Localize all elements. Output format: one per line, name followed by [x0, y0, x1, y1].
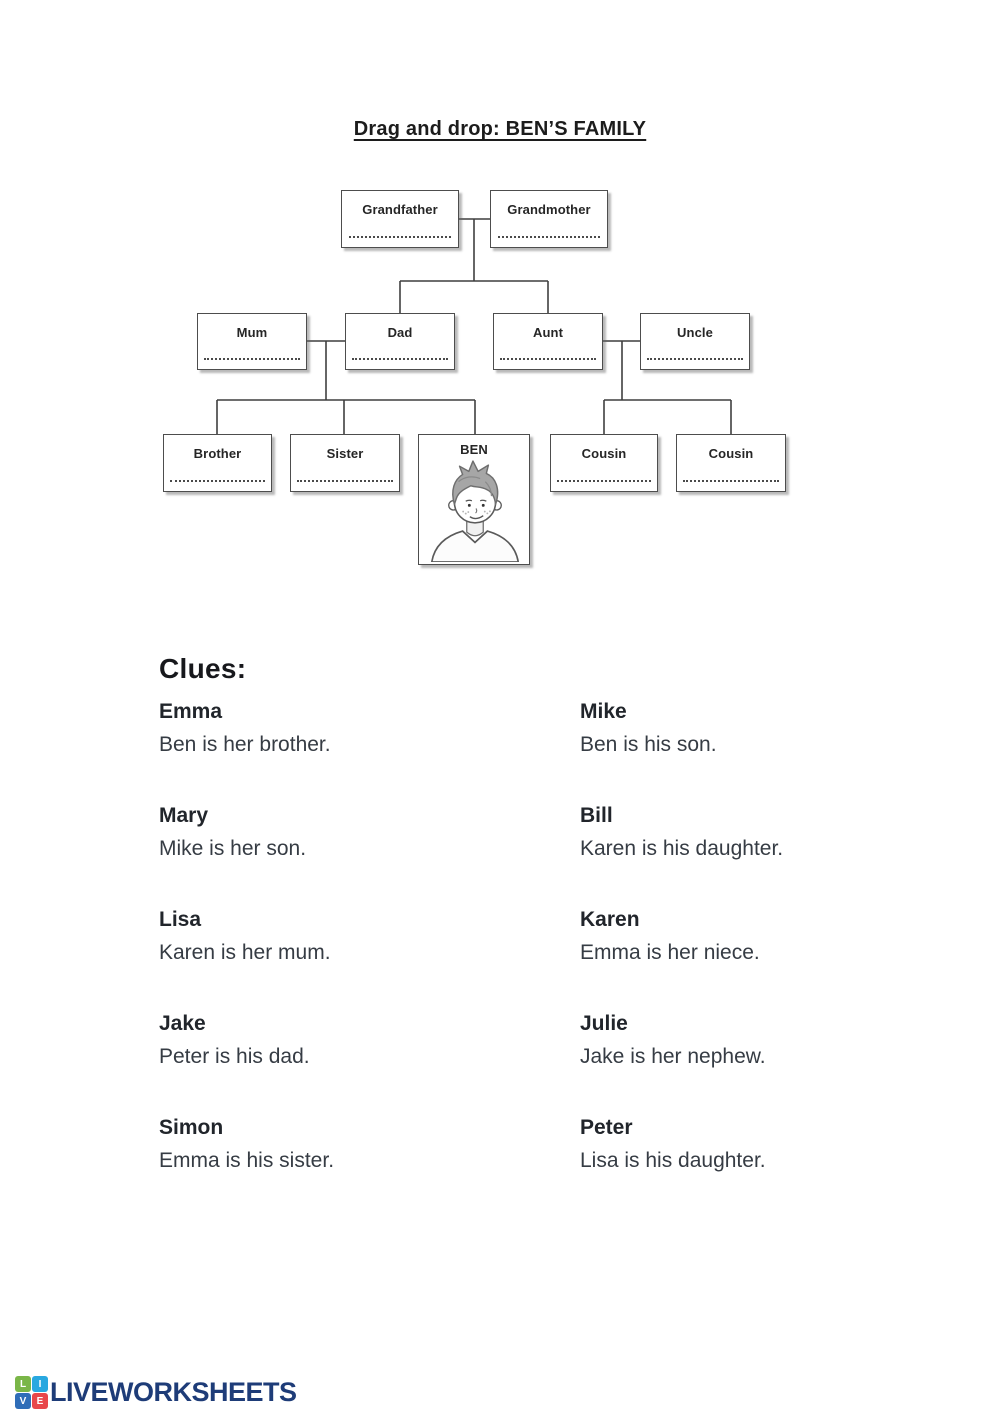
tree-box-label: Grandfather	[362, 202, 438, 217]
clue-text: Karen is his daughter.	[580, 837, 784, 860]
clue-entry: Bill Karen is his daughter.	[580, 802, 980, 862]
answer-slot-aunt[interactable]	[500, 358, 596, 360]
clue-entry: Jake Peter is his dad.	[159, 1010, 559, 1070]
logo-square: L	[15, 1376, 31, 1392]
clue-entry: Mary Mike is her son.	[159, 802, 559, 862]
tree-box-uncle[interactable]: Uncle	[640, 313, 750, 370]
tree-box-mum[interactable]: Mum	[197, 313, 307, 370]
clue-name: Emma	[159, 700, 223, 723]
tree-box-label: Grandmother	[507, 202, 591, 217]
clue-text: Ben is her brother.	[159, 733, 331, 756]
clue-name: Mike	[580, 700, 627, 723]
clue-name: Jake	[159, 1012, 206, 1035]
logo-square: V	[15, 1393, 31, 1409]
clue-text: Peter is his dad.	[159, 1045, 310, 1068]
tree-box-grandfather[interactable]: Grandfather	[341, 190, 459, 248]
liveworksheets-logo-icon: L I V E	[15, 1376, 48, 1409]
clues-heading: Clues:	[159, 653, 247, 684]
tree-box-label: Uncle	[677, 325, 713, 340]
tree-box-label: Aunt	[533, 325, 563, 340]
clue-entry: Julie Jake is her nephew.	[580, 1010, 980, 1070]
clue-entry: Emma Ben is her brother.	[159, 698, 559, 758]
tree-box-grandmother[interactable]: Grandmother	[490, 190, 608, 248]
answer-slot-grandmother[interactable]	[497, 236, 601, 238]
tree-box-cousin-2[interactable]: Cousin	[676, 434, 786, 492]
ben-portrait	[430, 460, 520, 562]
answer-slot-cousin-1[interactable]	[557, 480, 651, 482]
clue-entry: Simon Emma is his sister.	[159, 1114, 559, 1174]
tree-box-brother[interactable]: Brother	[163, 434, 272, 492]
tree-box-label: Cousin	[581, 446, 627, 461]
answer-slot-mum[interactable]	[204, 358, 300, 360]
answer-slot-cousin-2[interactable]	[683, 480, 779, 482]
tree-box-label: Cousin	[708, 446, 754, 461]
clue-text: Ben is his son.	[580, 733, 717, 756]
logo-square: E	[32, 1393, 48, 1409]
tree-box-aunt[interactable]: Aunt	[493, 313, 603, 370]
tree-box-cousin-1[interactable]: Cousin	[550, 434, 658, 492]
clue-name: Mary	[159, 804, 209, 827]
tree-box-dad[interactable]: Dad	[345, 313, 455, 370]
answer-slot-dad[interactable]	[352, 358, 448, 360]
answer-slot-sister[interactable]	[297, 480, 393, 482]
clue-name: Simon	[159, 1116, 224, 1139]
clue-name: Lisa	[159, 908, 202, 931]
answer-slot-uncle[interactable]	[647, 358, 743, 360]
liveworksheets-wordmark: LIVEWORKSHEETS	[50, 1377, 297, 1407]
clues-left-column: Emma Ben is her brother. Mary Mike is he…	[159, 698, 559, 1218]
clue-text: Karen is her mum.	[159, 941, 331, 964]
tree-box-label: BEN	[460, 442, 488, 457]
tree-box-label: Dad	[387, 325, 413, 340]
clue-text: Emma is her niece.	[580, 941, 760, 964]
clue-entry: Peter Lisa is his daughter.	[580, 1114, 980, 1174]
clue-text: Lisa is his daughter.	[580, 1149, 766, 1172]
clue-name: Bill	[580, 804, 613, 827]
clue-name: Karen	[580, 908, 640, 931]
clue-entry: Karen Emma is her niece.	[580, 906, 980, 966]
family-tree-connectors	[216, 218, 732, 434]
clue-name: Peter	[580, 1116, 633, 1139]
tree-box-label: Brother	[193, 446, 242, 461]
page-title: Drag and drop: BEN’S FAMILY	[353, 118, 647, 140]
clue-entry: Mike Ben is his son.	[580, 698, 980, 758]
tree-box-label: Sister	[326, 446, 364, 461]
clue-text: Jake is her nephew.	[580, 1045, 766, 1068]
answer-slot-brother[interactable]	[170, 480, 265, 482]
logo-square: I	[32, 1376, 48, 1392]
answer-slot-grandfather[interactable]	[348, 236, 452, 238]
clue-entry: Lisa Karen is her mum.	[159, 906, 559, 966]
clue-text: Emma is his sister.	[159, 1149, 335, 1172]
tree-box-ben: BEN	[418, 434, 530, 565]
liveworksheets-logo[interactable]: L I V E LIVEWORKSHEETS	[15, 1376, 297, 1409]
clue-name: Julie	[580, 1012, 628, 1035]
tree-box-sister[interactable]: Sister	[290, 434, 400, 492]
tree-box-label: Mum	[236, 325, 268, 340]
clue-text: Mike is her son.	[159, 837, 307, 860]
clues-right-column: Mike Ben is his son. Bill Karen is his d…	[580, 698, 980, 1218]
